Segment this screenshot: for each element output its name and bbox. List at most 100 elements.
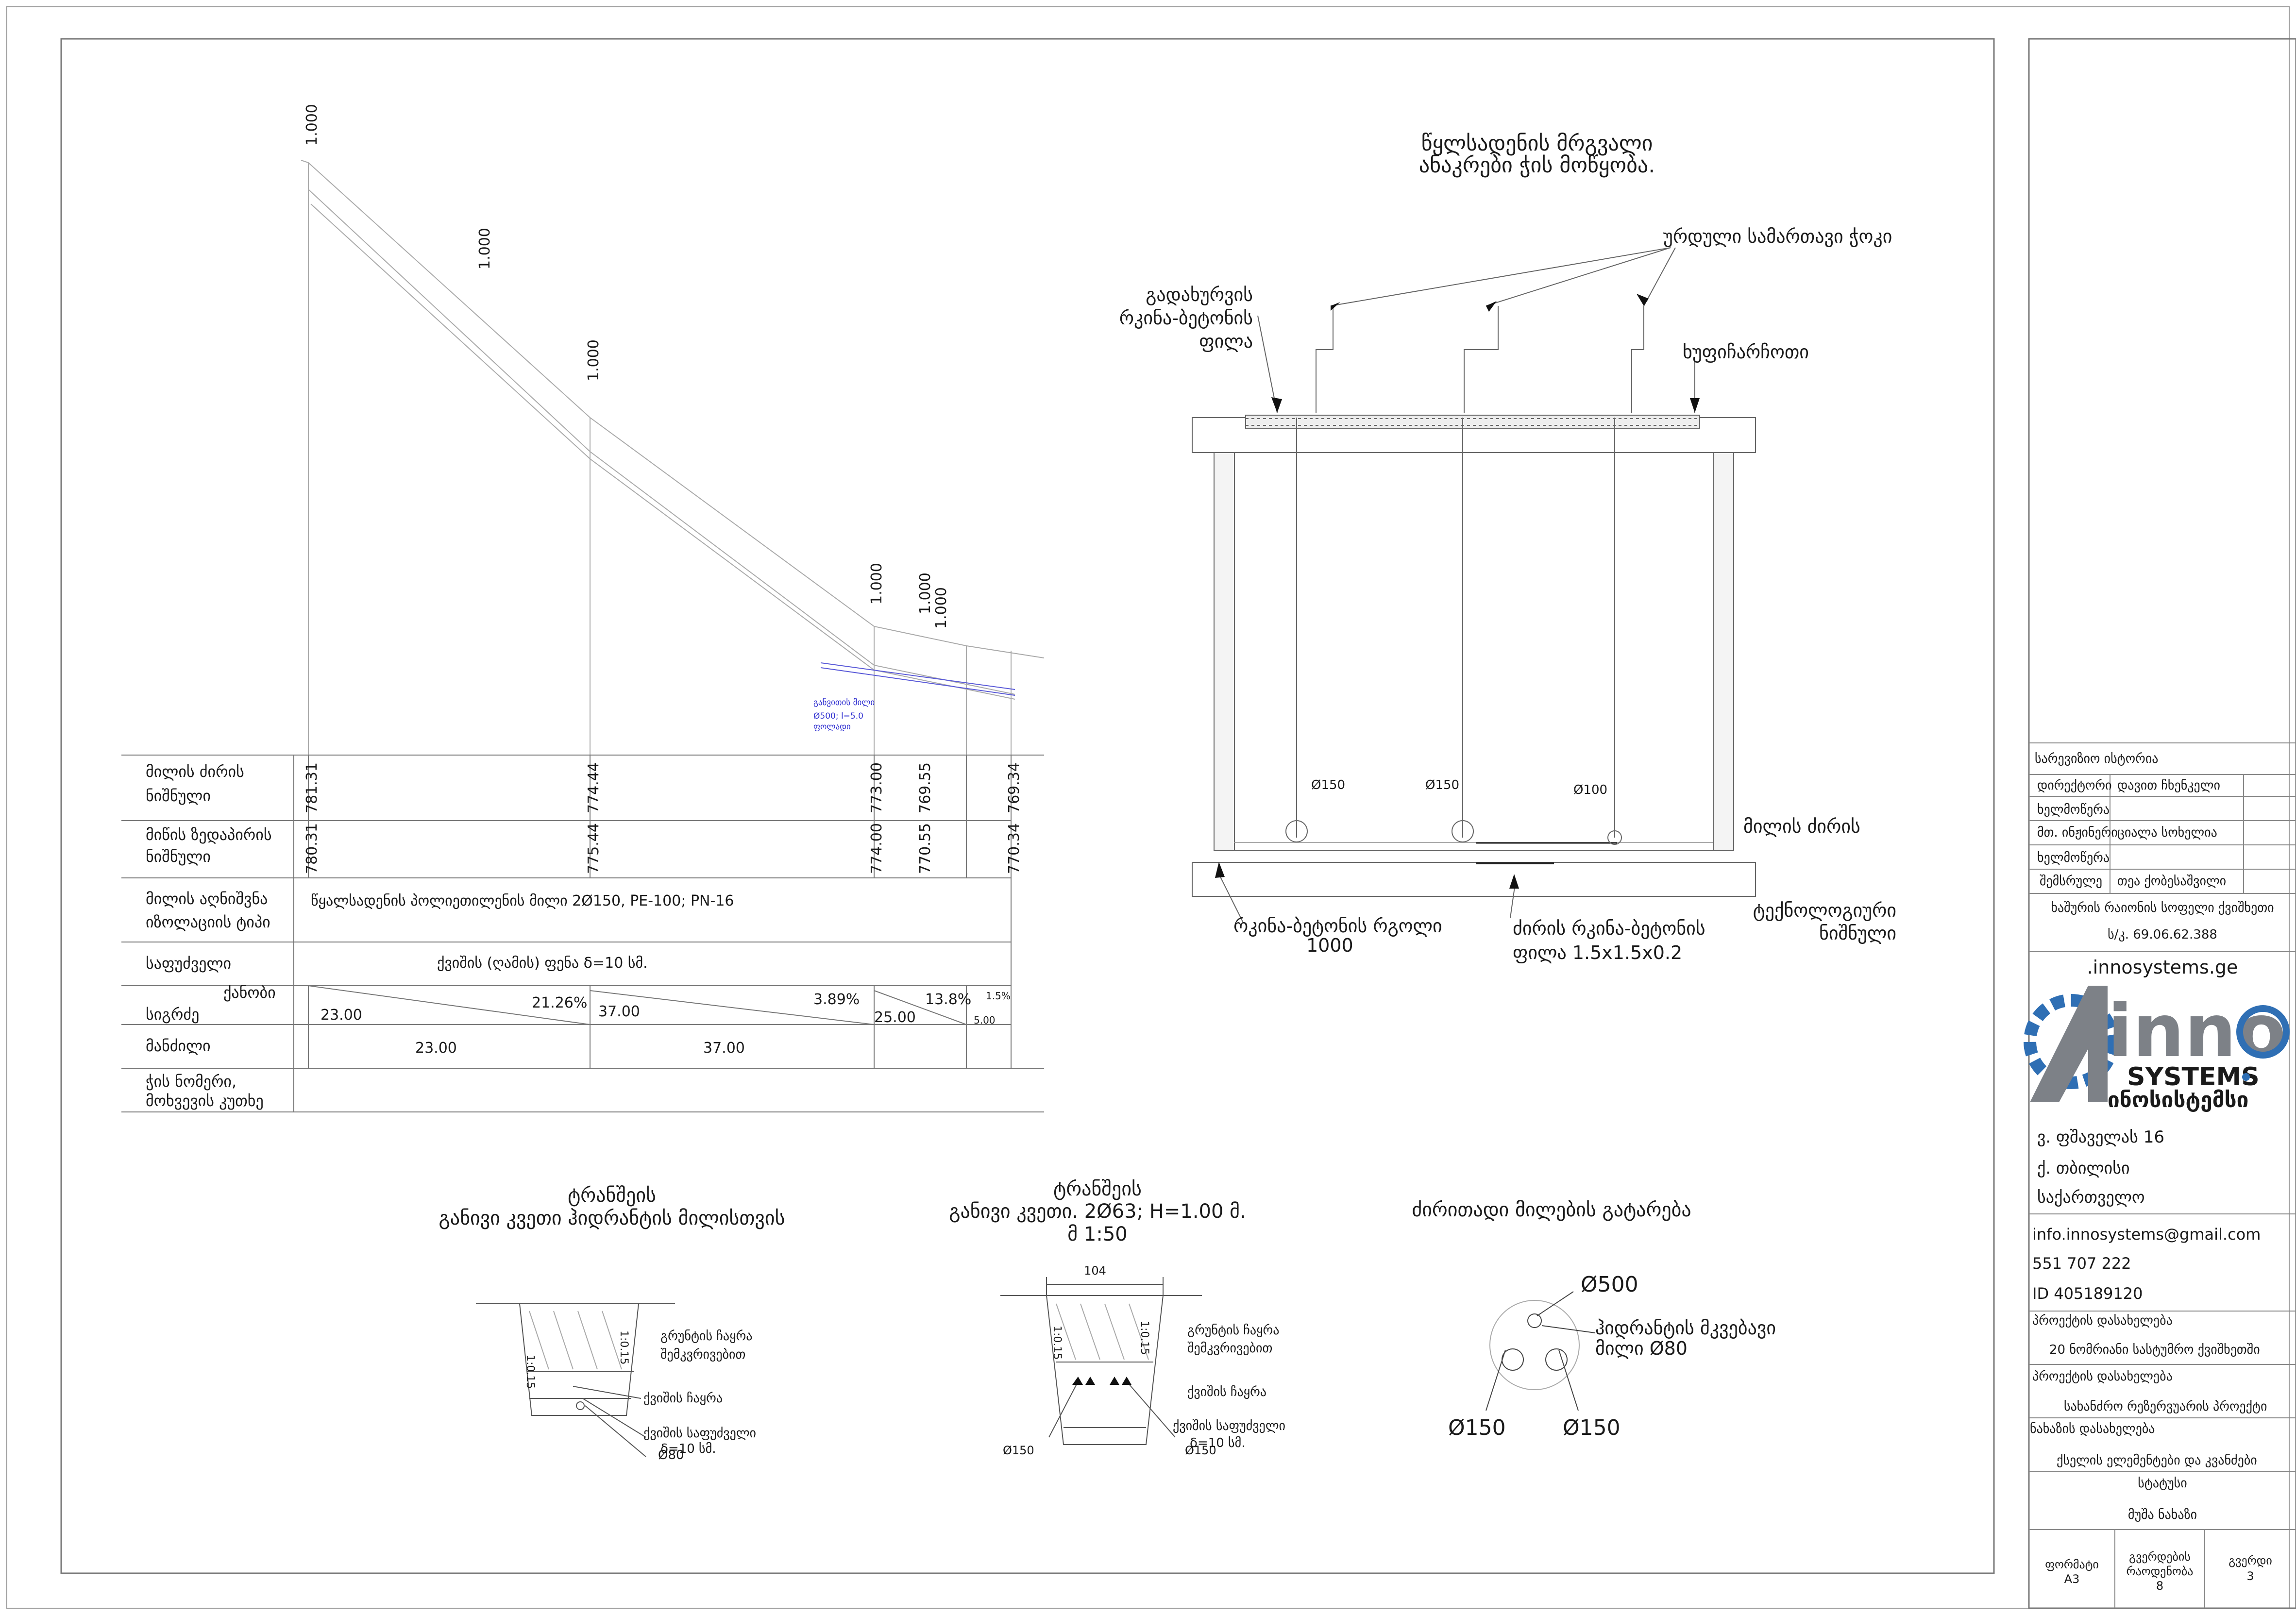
trench2-drawing	[1000, 1277, 1202, 1445]
sheet-name-label: ნახაზის დასახელება	[2030, 1422, 2155, 1436]
logo-a-icon	[2030, 986, 2108, 1102]
main-pipe-icon	[1502, 1348, 1524, 1371]
status-label: სტატუსი	[2138, 1476, 2187, 1491]
row-label: ნიშნული	[146, 787, 211, 805]
trench2-width: 104	[1084, 1264, 1106, 1278]
row-label: სიგრძე	[146, 1005, 199, 1024]
trench2-pipe: Ø150	[1185, 1444, 1216, 1457]
well-arrows	[1215, 294, 1700, 889]
ground-line	[301, 160, 1045, 658]
ground-elev: 773.00	[868, 762, 885, 813]
trench2-arrows	[1072, 1377, 1131, 1385]
trench1-title-line: განივი კვეთი ჰიდრანტის მილისთვის	[439, 1207, 785, 1229]
row-label: ქანობი	[223, 983, 276, 1002]
profile-table-values: 781.31 774.44 773.00 769.55 769.34 780.3…	[304, 762, 1023, 1057]
ground-elev: 769.55	[917, 762, 934, 813]
pipes-title: ძირითადი მილების გატარება	[1412, 1199, 1691, 1221]
row-label: მიწის ზედაპირის	[146, 825, 272, 844]
pages-label: გვერდების	[2129, 1550, 2191, 1564]
row-label: ჭის ნომერი,	[146, 1072, 236, 1091]
pipe-note-line: განვითის მილი	[813, 698, 875, 707]
gear-icon	[2024, 994, 2119, 1089]
trench2-title-line: ტრანშეის	[1053, 1178, 1142, 1200]
profile	[301, 160, 1045, 755]
trench2-label: გრუნტის ჩაყრა	[1187, 1323, 1279, 1338]
profile-table-labels: მილის ძირის ნიშნული მიწის ზედაპირის ნიშნ…	[146, 762, 276, 1110]
base-value: ქვიშის (ღამის) ფენა δ=10 სმ.	[437, 955, 648, 972]
slope-len: 25.00	[874, 1009, 916, 1026]
ring-wall-left	[1214, 452, 1235, 851]
pipe-line-bottom	[310, 203, 1015, 700]
revision-history: სარევიზიო ისტორია	[2035, 752, 2159, 766]
label-d150: Ø150	[1448, 1415, 1506, 1440]
trench1-title-line: ტრანშეის	[568, 1184, 656, 1207]
pipe-note-line: Ø500; l=5.0	[813, 711, 863, 721]
well-labels: ურდული სამართავი ჭოკი გადახურვის რკინა-ბ…	[1119, 226, 1896, 963]
distance: 37.00	[703, 1040, 745, 1057]
pages-value: 8	[2156, 1579, 2164, 1593]
main-pipe-icon	[1545, 1348, 1568, 1371]
pipe-outlet-2	[820, 667, 1015, 696]
ground-elev: 774.44	[585, 762, 602, 813]
outer-frame	[6, 6, 2290, 1609]
trench2-label: ქვიშის საფუძველი	[1173, 1419, 1285, 1433]
top-elev: 780.31	[304, 823, 321, 874]
email-link[interactable]: info.innosystems@gmail.com	[2032, 1225, 2261, 1244]
well-title: წყლსადენის მრგვალი ანაკრები ჭის მოწყობა.	[1419, 131, 1655, 178]
top-elev: 775.44	[585, 823, 602, 874]
chief-engineer-label: მთ. ინჟინერი	[2037, 825, 2118, 840]
top-elev: 770.55	[917, 823, 934, 874]
casing-pipe-icon	[1489, 1300, 1580, 1390]
label-bottom: მილის ძირის	[1743, 816, 1860, 837]
logo-o-ring	[2236, 1005, 2290, 1059]
label-hydrant: ჰიდრანტის მკვებავი	[1595, 1317, 1776, 1339]
well-title-line: ანაკრები ჭის მოწყობა.	[1419, 153, 1655, 178]
label-lid: ხუფიჩარჩოთი	[1683, 341, 1809, 363]
bottom-slab	[1192, 862, 1756, 897]
slope-label: 1.000	[933, 587, 950, 629]
logo-text: inno	[2108, 989, 2286, 1074]
label-tech: ტექნოლოგიური	[1753, 900, 1896, 921]
top-elev: 770.34	[1006, 823, 1023, 874]
label-tech: ნიშნული	[1819, 923, 1896, 944]
address-line: ქ. თბილისი	[2037, 1159, 2130, 1178]
pipe-note-line: ფოლადი	[813, 722, 851, 732]
trench1-drawing	[476, 1303, 675, 1457]
logo-dot	[2242, 1073, 2250, 1081]
row-label: მანძილი	[146, 1037, 211, 1055]
pipe-note: განვითის მილი Ø500; l=5.0 ფოლადი	[813, 698, 875, 732]
pipe-line-top	[308, 189, 1015, 695]
trench1-label: ქვიშის საფუძველი	[643, 1426, 756, 1441]
client-id: ს/კ. 69.06.62.388	[2108, 927, 2217, 942]
label-dia: Ø150	[1425, 778, 1459, 792]
profile-table	[121, 755, 1044, 1112]
row-label: მილის ძირის	[146, 762, 244, 781]
signature-label: ხელმოწერა	[2037, 851, 2110, 865]
title-block-grid	[2029, 742, 2296, 1608]
logo-geo: ინოსისტემსი	[2108, 1088, 2248, 1112]
slope-pct: 3.89%	[813, 991, 860, 1008]
director-name: დავით ჩხენკელი	[2117, 778, 2220, 793]
phone-number: 551 707 222	[2032, 1254, 2131, 1273]
label-ring: რკინა-ბეტონის რგოლი	[1233, 915, 1442, 937]
signature-label: ხელმოწერა	[2037, 803, 2110, 817]
label-cover: გადახურვის	[1146, 284, 1253, 305]
website-link[interactable]: .innosystems.ge	[2087, 957, 2238, 978]
slope-len: 37.00	[598, 1003, 640, 1020]
project-name: 20 ნომრიანი სასტუმრო ქვიშხეთში	[2049, 1343, 2260, 1357]
pipe-value: წყალსადენის პოლიეთილენის მილი 2Ø150, PE-…	[311, 892, 734, 909]
project-name-label: პროექტის დასახელება	[2032, 1313, 2173, 1328]
slope-len: 23.00	[321, 1007, 362, 1024]
ground-elev: 769.34	[1006, 762, 1023, 813]
label-dia: Ø150	[1311, 778, 1345, 792]
trench1-label: შემკვრივებით	[660, 1347, 745, 1362]
trench1-slope: 1:0.15	[524, 1355, 536, 1389]
logo-sub: SYSTEMS	[2127, 1062, 2260, 1092]
well-drawing	[1192, 247, 1756, 923]
director-label: დირექტორი	[2037, 778, 2112, 793]
trench2-pipe: Ø150	[1003, 1444, 1034, 1457]
row-label: მილის აღნიშვნა	[146, 890, 268, 908]
trench1-label: გრუნტის ჩაყრა	[660, 1329, 752, 1344]
label-d150: Ø150	[1563, 1415, 1621, 1440]
